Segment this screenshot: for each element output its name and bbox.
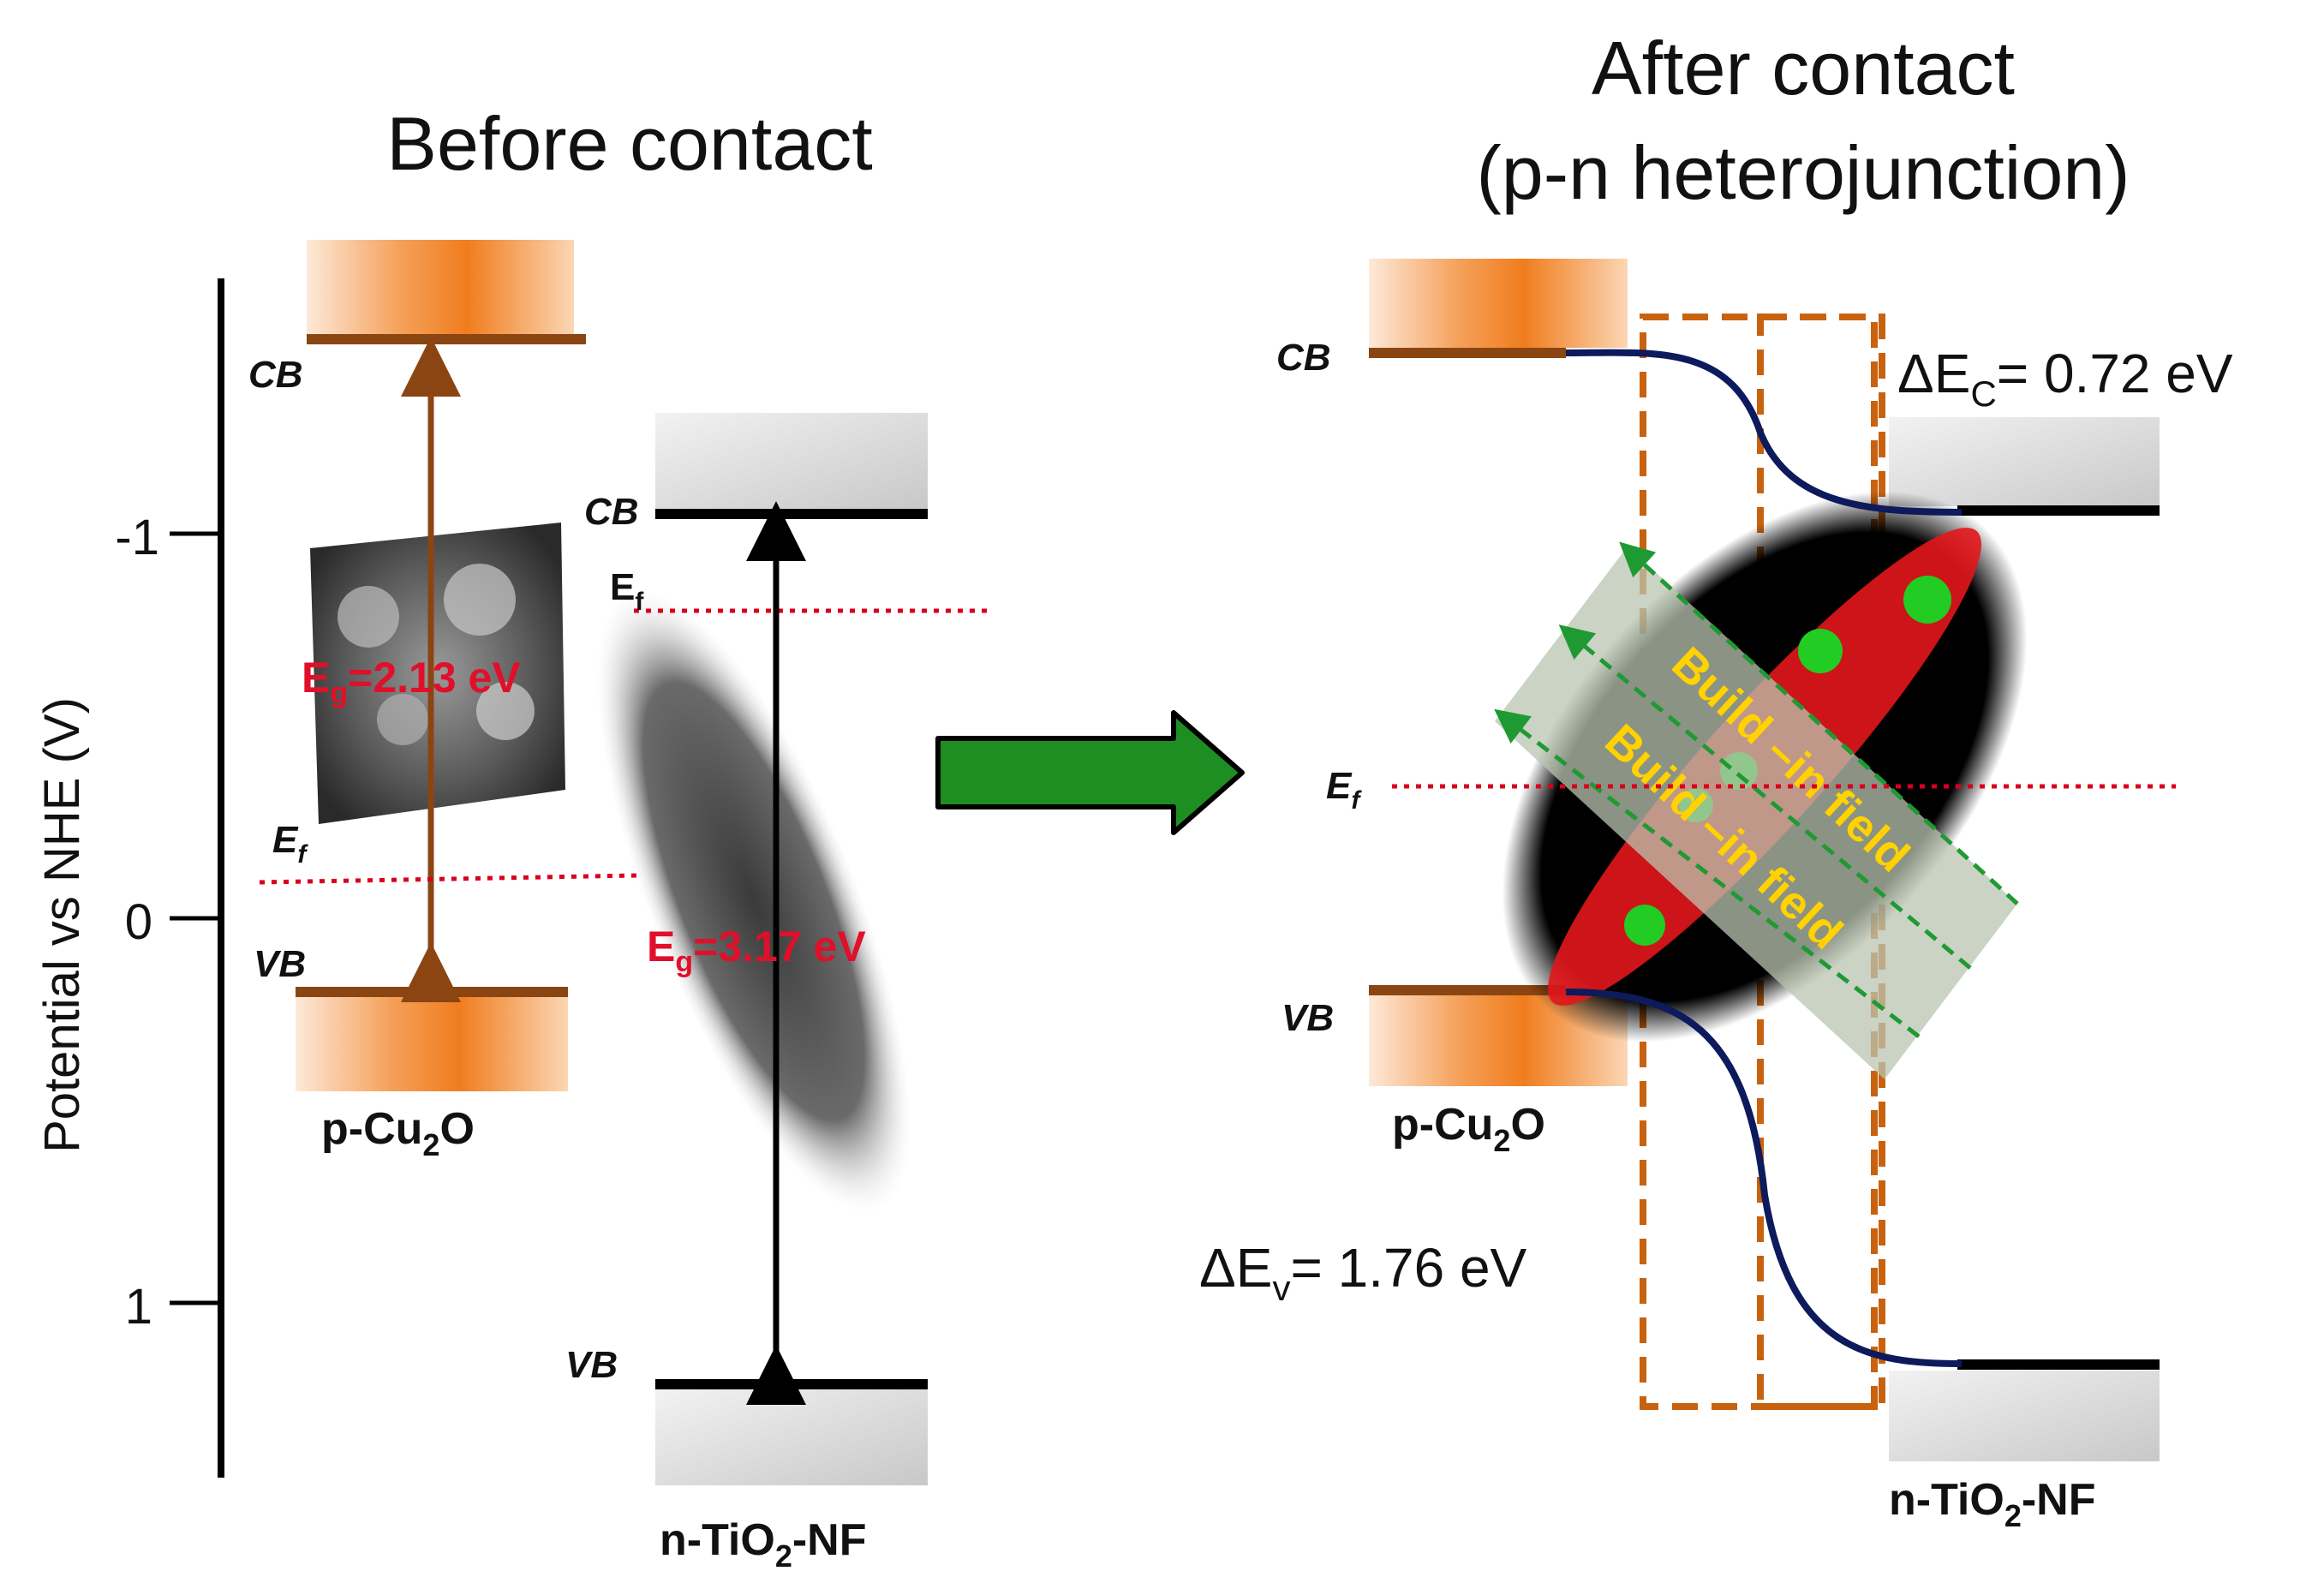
vb-bending-curve — [1565, 989, 1963, 1367]
rp-ef-label: Ef — [1326, 765, 1362, 815]
tio2-tem-image — [596, 588, 911, 1214]
cu2o-eg-label: Eg=2.13 eV — [302, 654, 521, 709]
tio2-cb-block — [655, 413, 928, 509]
cu2o-name: p-Cu2O — [321, 1104, 475, 1162]
right-title-line1: After contact — [1592, 26, 2015, 111]
rp-tio2-cb-edge — [1957, 505, 2160, 516]
rp-vb-label: VB — [1281, 997, 1334, 1039]
y-tick-0: 0 — [125, 894, 152, 950]
cu2o-cb-block — [307, 240, 574, 334]
y-axis-label: Potential vs NHE (V) — [34, 697, 90, 1153]
rp-cu2o-cb-edge — [1369, 348, 1566, 358]
y-tick-neg1: -1 — [115, 510, 159, 565]
rp-tio2-vb-edge — [1957, 1359, 2160, 1370]
tio2-eg-label: Eg=3.17 eV — [647, 923, 866, 978]
rp-tio2-cb-block — [1889, 417, 2160, 506]
cu2o-cb-label: CB — [248, 354, 303, 396]
cu2o-cb-edge — [307, 334, 586, 344]
tio2-name: n-TiO2-NF — [660, 1515, 866, 1574]
cb-bending-curve — [1565, 349, 1963, 516]
tio2-vb-label: VB — [565, 1344, 618, 1386]
cu2o-fermi-line — [259, 873, 639, 885]
rp-cu2o-name: p-Cu2O — [1392, 1100, 1545, 1158]
rp-cu2o-vb-edge — [1369, 985, 1566, 995]
cu2o-vb-block — [296, 997, 568, 1091]
tio2-cb-label: CB — [584, 491, 639, 533]
left-title: Before contact — [386, 101, 872, 186]
transition-arrow — [935, 710, 1245, 835]
tio2-cb-edge — [655, 509, 928, 519]
cu2o-ef-label: Ef — [272, 819, 308, 869]
delta-ev-label: ΔEv= 1.76 eV — [1199, 1237, 1527, 1308]
y-tick-1: 1 — [125, 1279, 152, 1335]
delta-ec-label: ΔEC= 0.72 eV — [1897, 343, 2233, 414]
rp-cu2o-cb-block — [1369, 259, 1628, 348]
cu2o-vb-label: VB — [254, 943, 306, 985]
tio2-ef-label: Ef — [610, 566, 644, 616]
tio2-vb-edge — [655, 1379, 928, 1389]
rp-cb-label: CB — [1276, 337, 1331, 379]
rp-tio2-vb-block — [1889, 1371, 2160, 1461]
right-title-line2: (p-n heterojunction) — [1476, 130, 2130, 215]
cu2o-vb-edge — [296, 987, 568, 997]
tio2-vb-block — [655, 1389, 928, 1485]
y-axis: -1 0 1 Potential vs NHE (V) — [34, 278, 224, 1478]
rp-tio2-name: n-TiO2-NF — [1889, 1475, 2095, 1533]
